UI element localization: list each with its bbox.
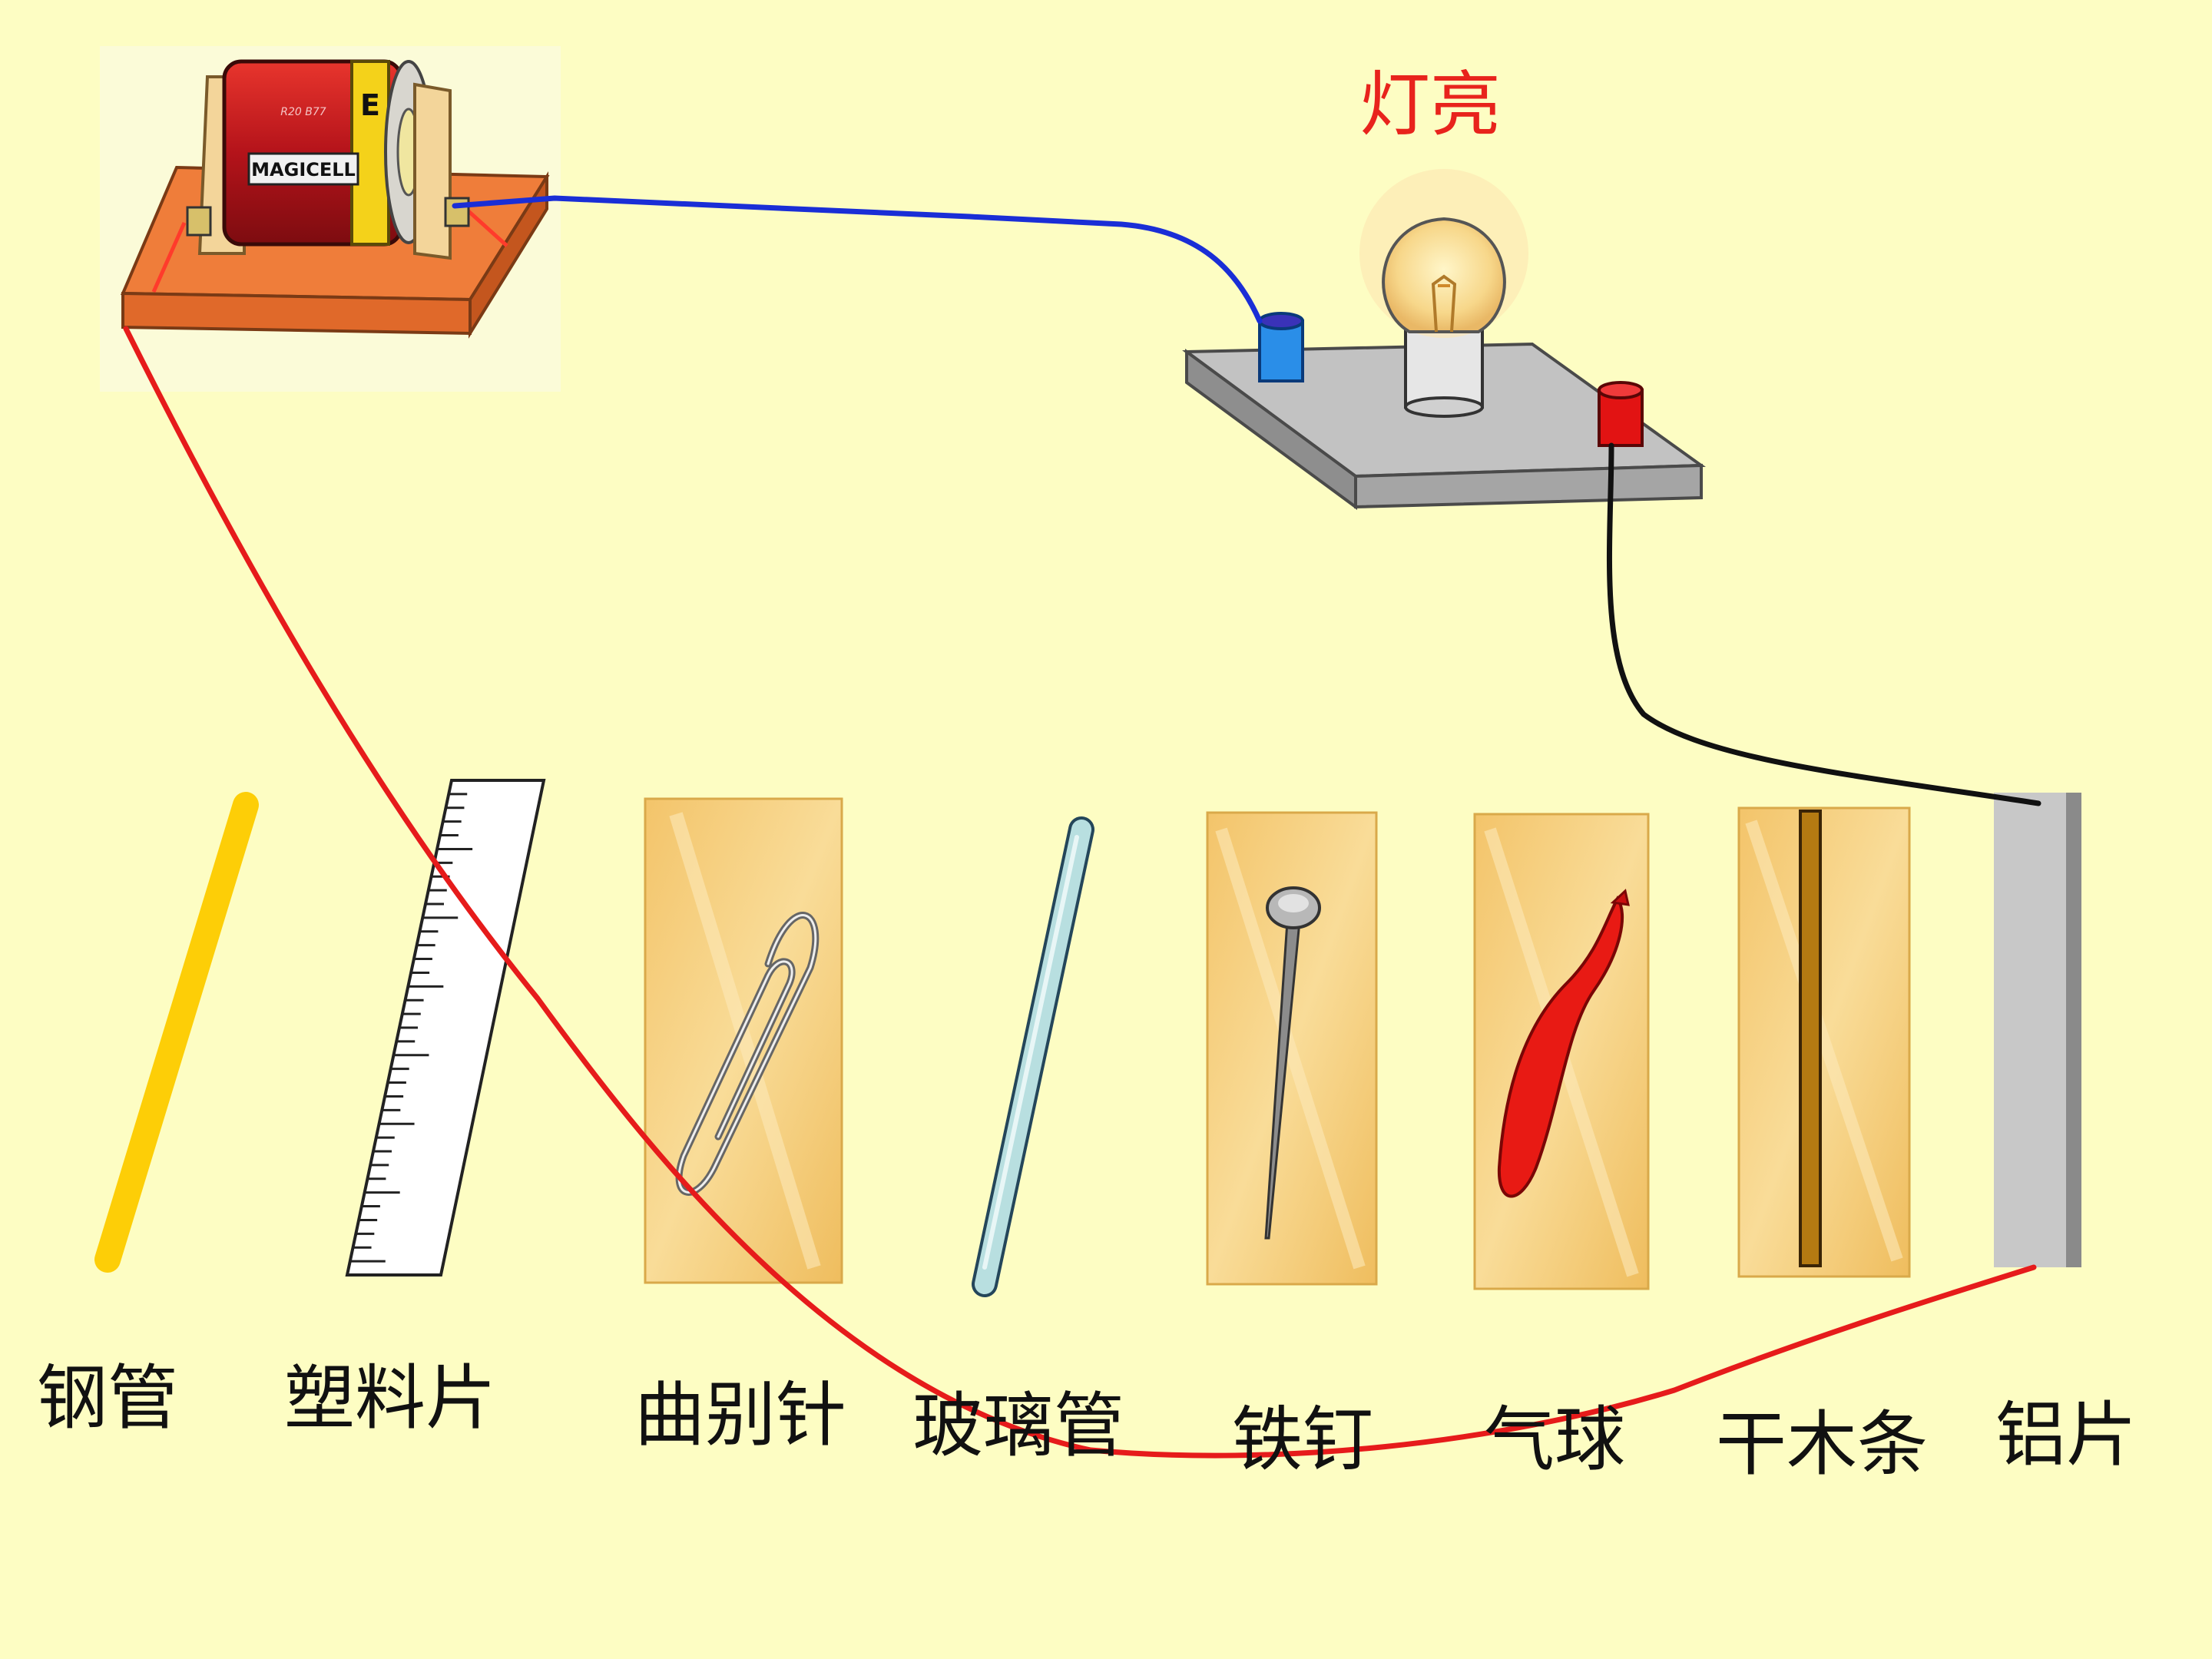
label-balloon: 气球 <box>1484 1399 1625 1481</box>
label-plastic-ruler: 塑料片 <box>284 1357 496 1439</box>
balloon-sample <box>1473 813 1650 1290</box>
label-glass-tube: 玻璃管 <box>912 1385 1124 1467</box>
balloon-icon <box>1497 896 1624 1198</box>
blue-wire <box>452 195 1263 324</box>
page-title: 灯亮 <box>1359 64 1501 146</box>
black-wire <box>1607 442 2041 806</box>
blue-terminal <box>1258 312 1304 382</box>
aluminum-sheet-sample <box>1994 793 2081 1267</box>
battery-brand: MAGICELL <box>251 159 356 180</box>
glass-tube-sample <box>972 816 1094 1297</box>
battery-small-text: R20 B77 <box>280 106 326 118</box>
label-aluminum-sheet: 铝片 <box>1995 1394 2137 1476</box>
red-wire <box>123 326 2037 1459</box>
label-iron-nail: 铁钉 <box>1232 1399 1373 1481</box>
label-dry-wood: 干木条 <box>1716 1403 1928 1485</box>
svg-text:E: E <box>360 88 380 122</box>
label-steel-pipe: 钢管 <box>37 1357 178 1439</box>
steel-pipe-sample <box>94 792 259 1273</box>
iron-nail-sample <box>1206 811 1378 1286</box>
plastic-ruler-sample <box>345 779 546 1277</box>
dry-wood-sample <box>1737 806 1911 1278</box>
bulb-holder <box>1182 169 1706 510</box>
label-paper-clip: 曲别针 <box>634 1374 846 1456</box>
battery-holder: E MAGICELL R20 B77 <box>100 46 561 392</box>
wood-strip-icon <box>1799 810 1822 1267</box>
paper-clip-sample <box>644 797 843 1284</box>
red-terminal <box>1598 381 1644 447</box>
